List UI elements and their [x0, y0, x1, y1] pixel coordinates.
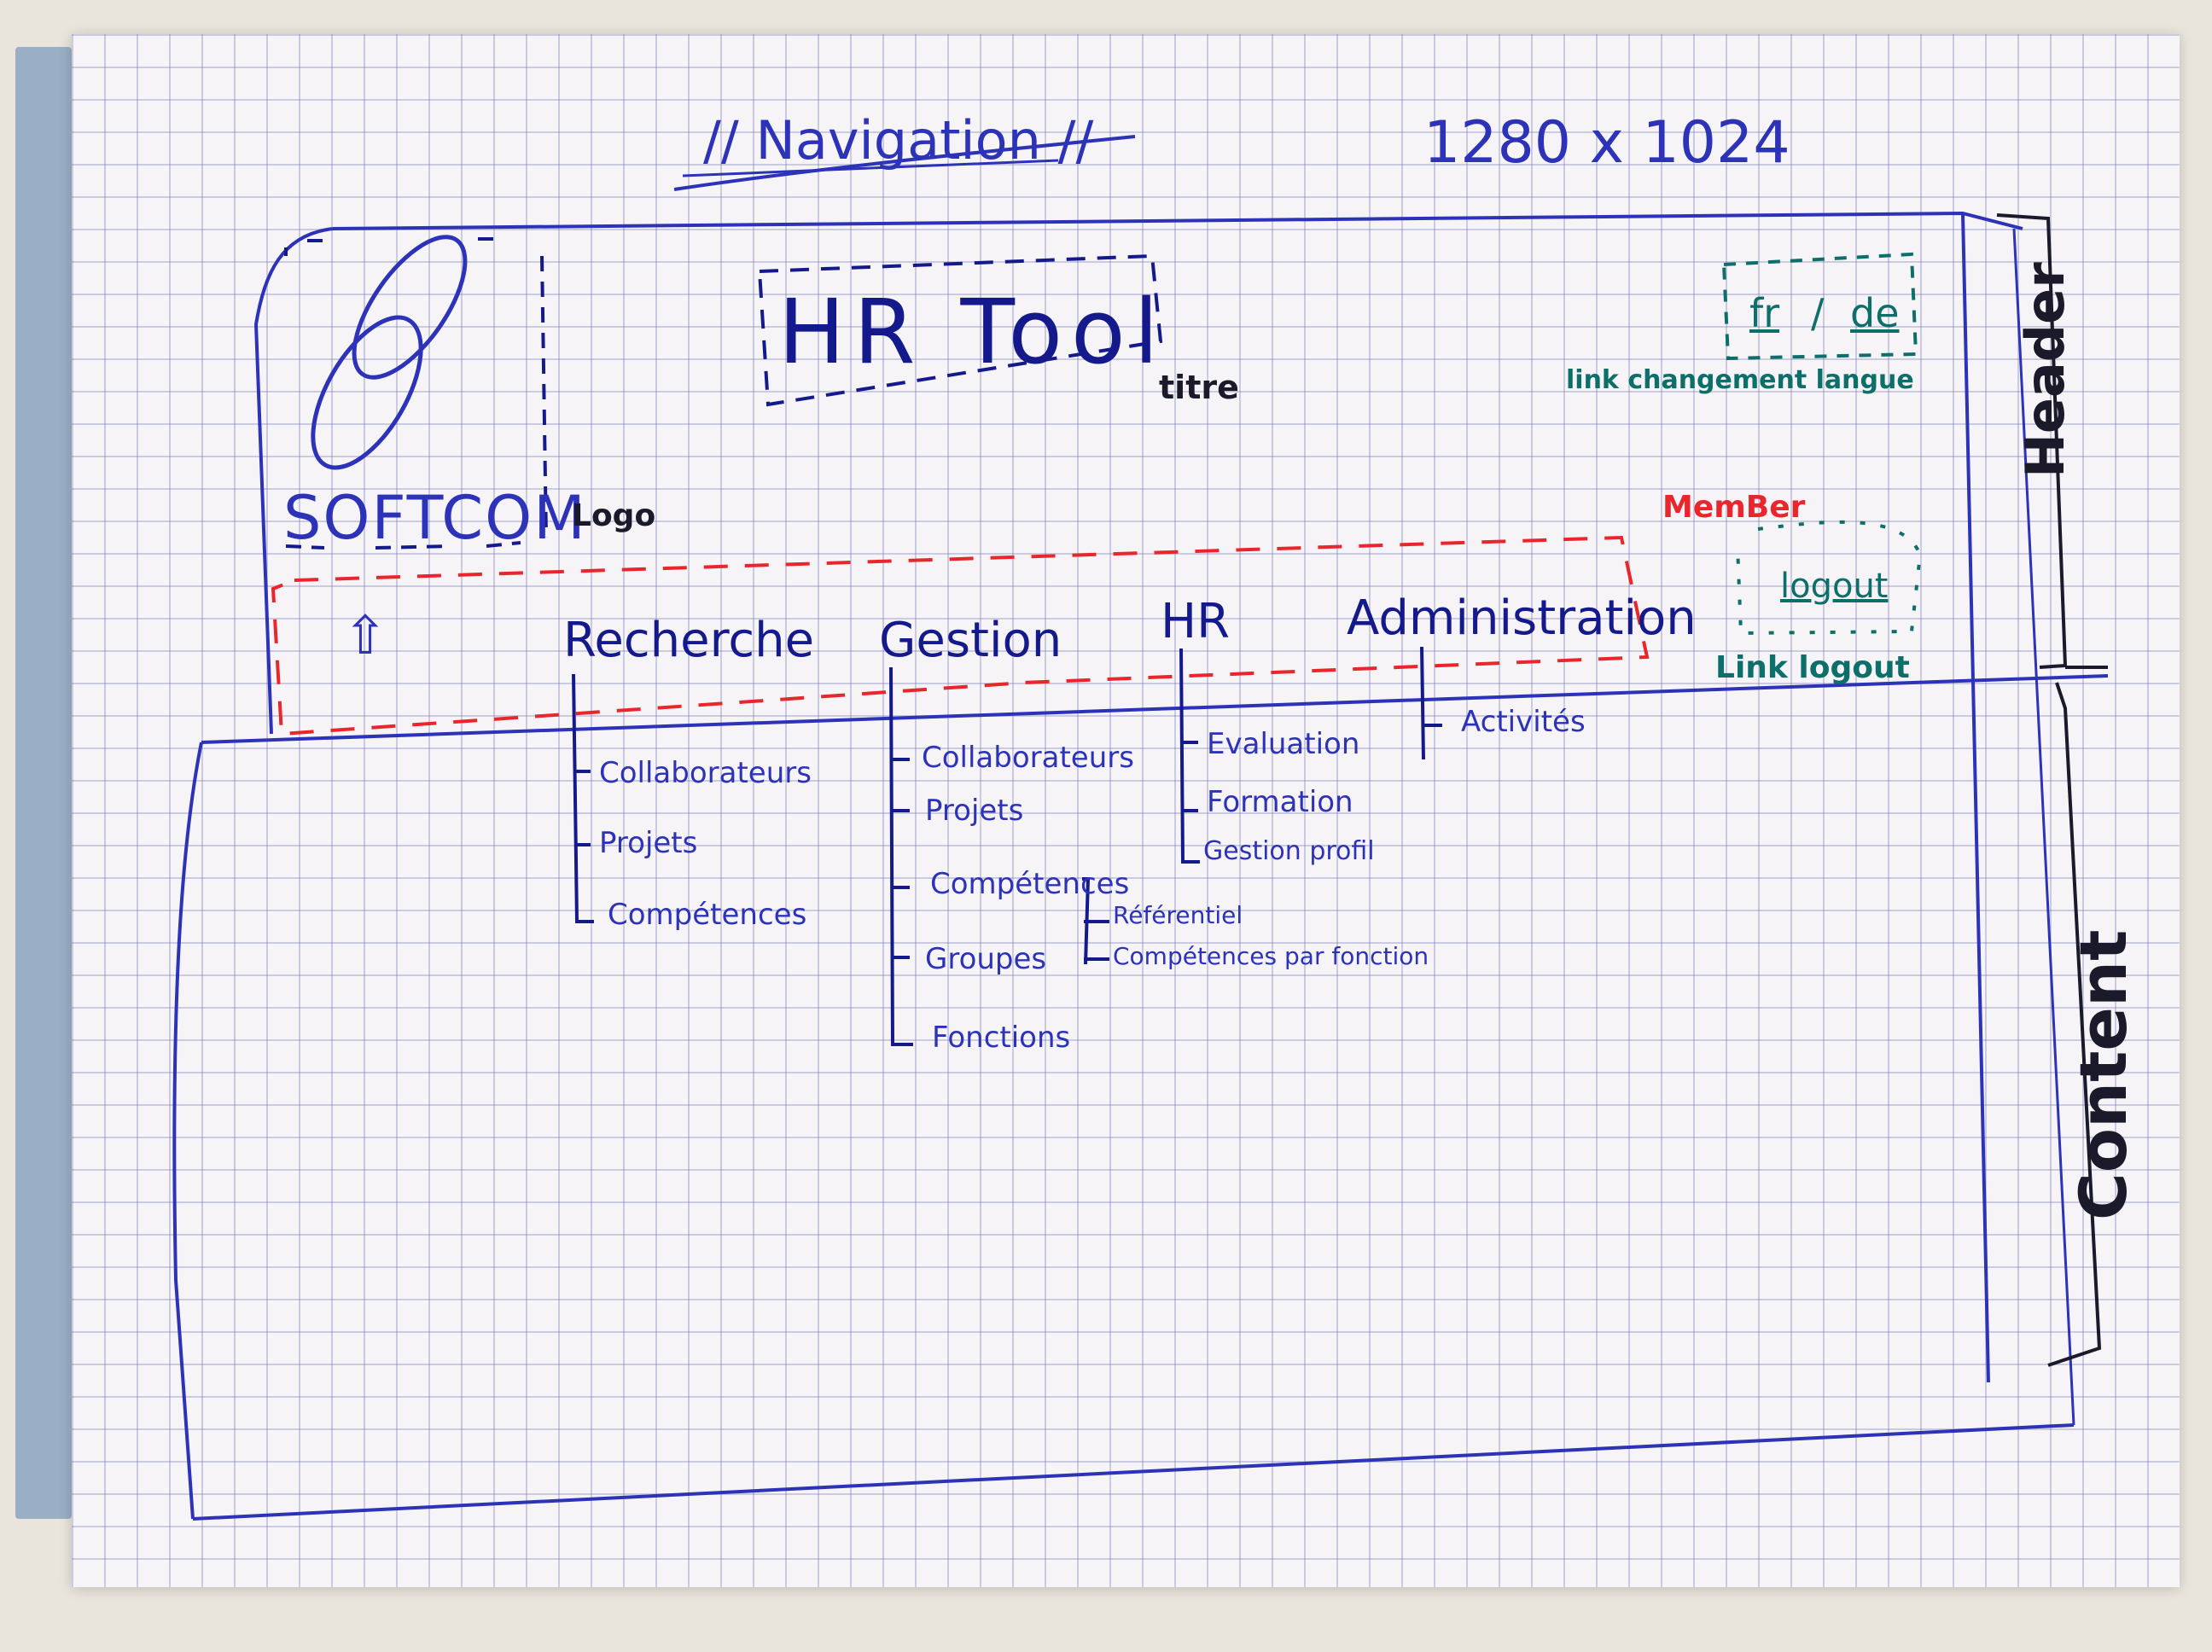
logo-text: SOFTCOM	[283, 483, 587, 553]
menu-gestion-item[interactable]: Projets	[925, 794, 1024, 828]
member-annotation: MemBer	[1662, 490, 1806, 525]
tree-admin	[1420, 646, 1442, 760]
logo-dashed-box	[284, 237, 548, 550]
logo-annotation: Logo	[572, 498, 656, 533]
menu-administration-item[interactable]: Activités	[1461, 705, 1586, 739]
logo-leaf-bottom	[311, 315, 423, 470]
menu-hr-item[interactable]: Evaluation	[1207, 727, 1360, 761]
menu-hr-item[interactable]: Gestion profil	[1203, 836, 1375, 866]
logout-link[interactable]: logout	[1780, 567, 1889, 606]
menu-hr-item[interactable]: Formation	[1207, 785, 1353, 819]
menu-hr[interactable]: HR	[1161, 594, 1231, 649]
menu-administration[interactable]: Administration	[1347, 590, 1697, 646]
frame-top	[332, 211, 2023, 230]
title-underline	[673, 135, 1136, 191]
resolution-label: 1280 x 1024	[1423, 109, 1790, 177]
menu-gestion-item[interactable]: Groupes	[925, 942, 1047, 976]
tree-recherche	[572, 673, 594, 923]
tree-gestion	[889, 666, 913, 1046]
menu-gestion-item[interactable]: Fonctions	[932, 1021, 1071, 1055]
app-title: HR Tool	[778, 280, 1167, 384]
content-bracket	[2047, 682, 2102, 1367]
tree-competences	[1082, 877, 1109, 965]
title-annotation: titre	[1159, 369, 1239, 406]
menu-recherche-item[interactable]: Compétences	[608, 898, 807, 932]
tree-hr	[1179, 648, 1200, 864]
lang-fr-link[interactable]: fr	[1749, 290, 1780, 336]
content-section-label: Content	[2065, 929, 2141, 1220]
header-bottom-line	[201, 674, 2109, 744]
frame-right	[1961, 212, 1990, 1383]
logo-leaf-top	[352, 235, 468, 380]
menu-recherche-item[interactable]: Projets	[599, 826, 698, 860]
notebook-binding	[15, 47, 72, 1519]
menu-gestion-item[interactable]: Compétences	[930, 867, 1130, 901]
frame-left	[172, 742, 203, 1520]
lang-separator: /	[1811, 290, 1825, 336]
menu-gestion-item[interactable]: Collaborateurs	[922, 741, 1134, 775]
header-section-label: Header	[2014, 262, 2076, 478]
lang-de-link[interactable]: de	[1850, 290, 1900, 336]
graph-paper	[72, 34, 2180, 1587]
menu-recherche-item[interactable]: Collaborateurs	[599, 756, 812, 790]
frame-right-inner	[2012, 228, 2075, 1426]
header-bracket	[1996, 213, 2068, 669]
page-title: // Navigation //	[703, 109, 1094, 172]
home-up-icon[interactable]: ⇧	[343, 604, 387, 666]
frame-bottom	[192, 1423, 2075, 1521]
lang-annotation: link changement langue	[1566, 365, 1914, 395]
logout-annotation: Link logout	[1715, 650, 1910, 685]
frame-left-top	[253, 227, 334, 735]
menu-competences-sub[interactable]: Référentiel	[1113, 901, 1243, 929]
menubar-dashed-box	[271, 535, 1650, 736]
title-underline-2	[682, 159, 1059, 177]
menu-competences-sub[interactable]: Compétences par fonction	[1113, 942, 1429, 970]
menu-recherche[interactable]: Recherche	[563, 613, 815, 668]
title-dashed-box	[757, 253, 1163, 407]
menu-gestion[interactable]: Gestion	[879, 613, 1062, 668]
